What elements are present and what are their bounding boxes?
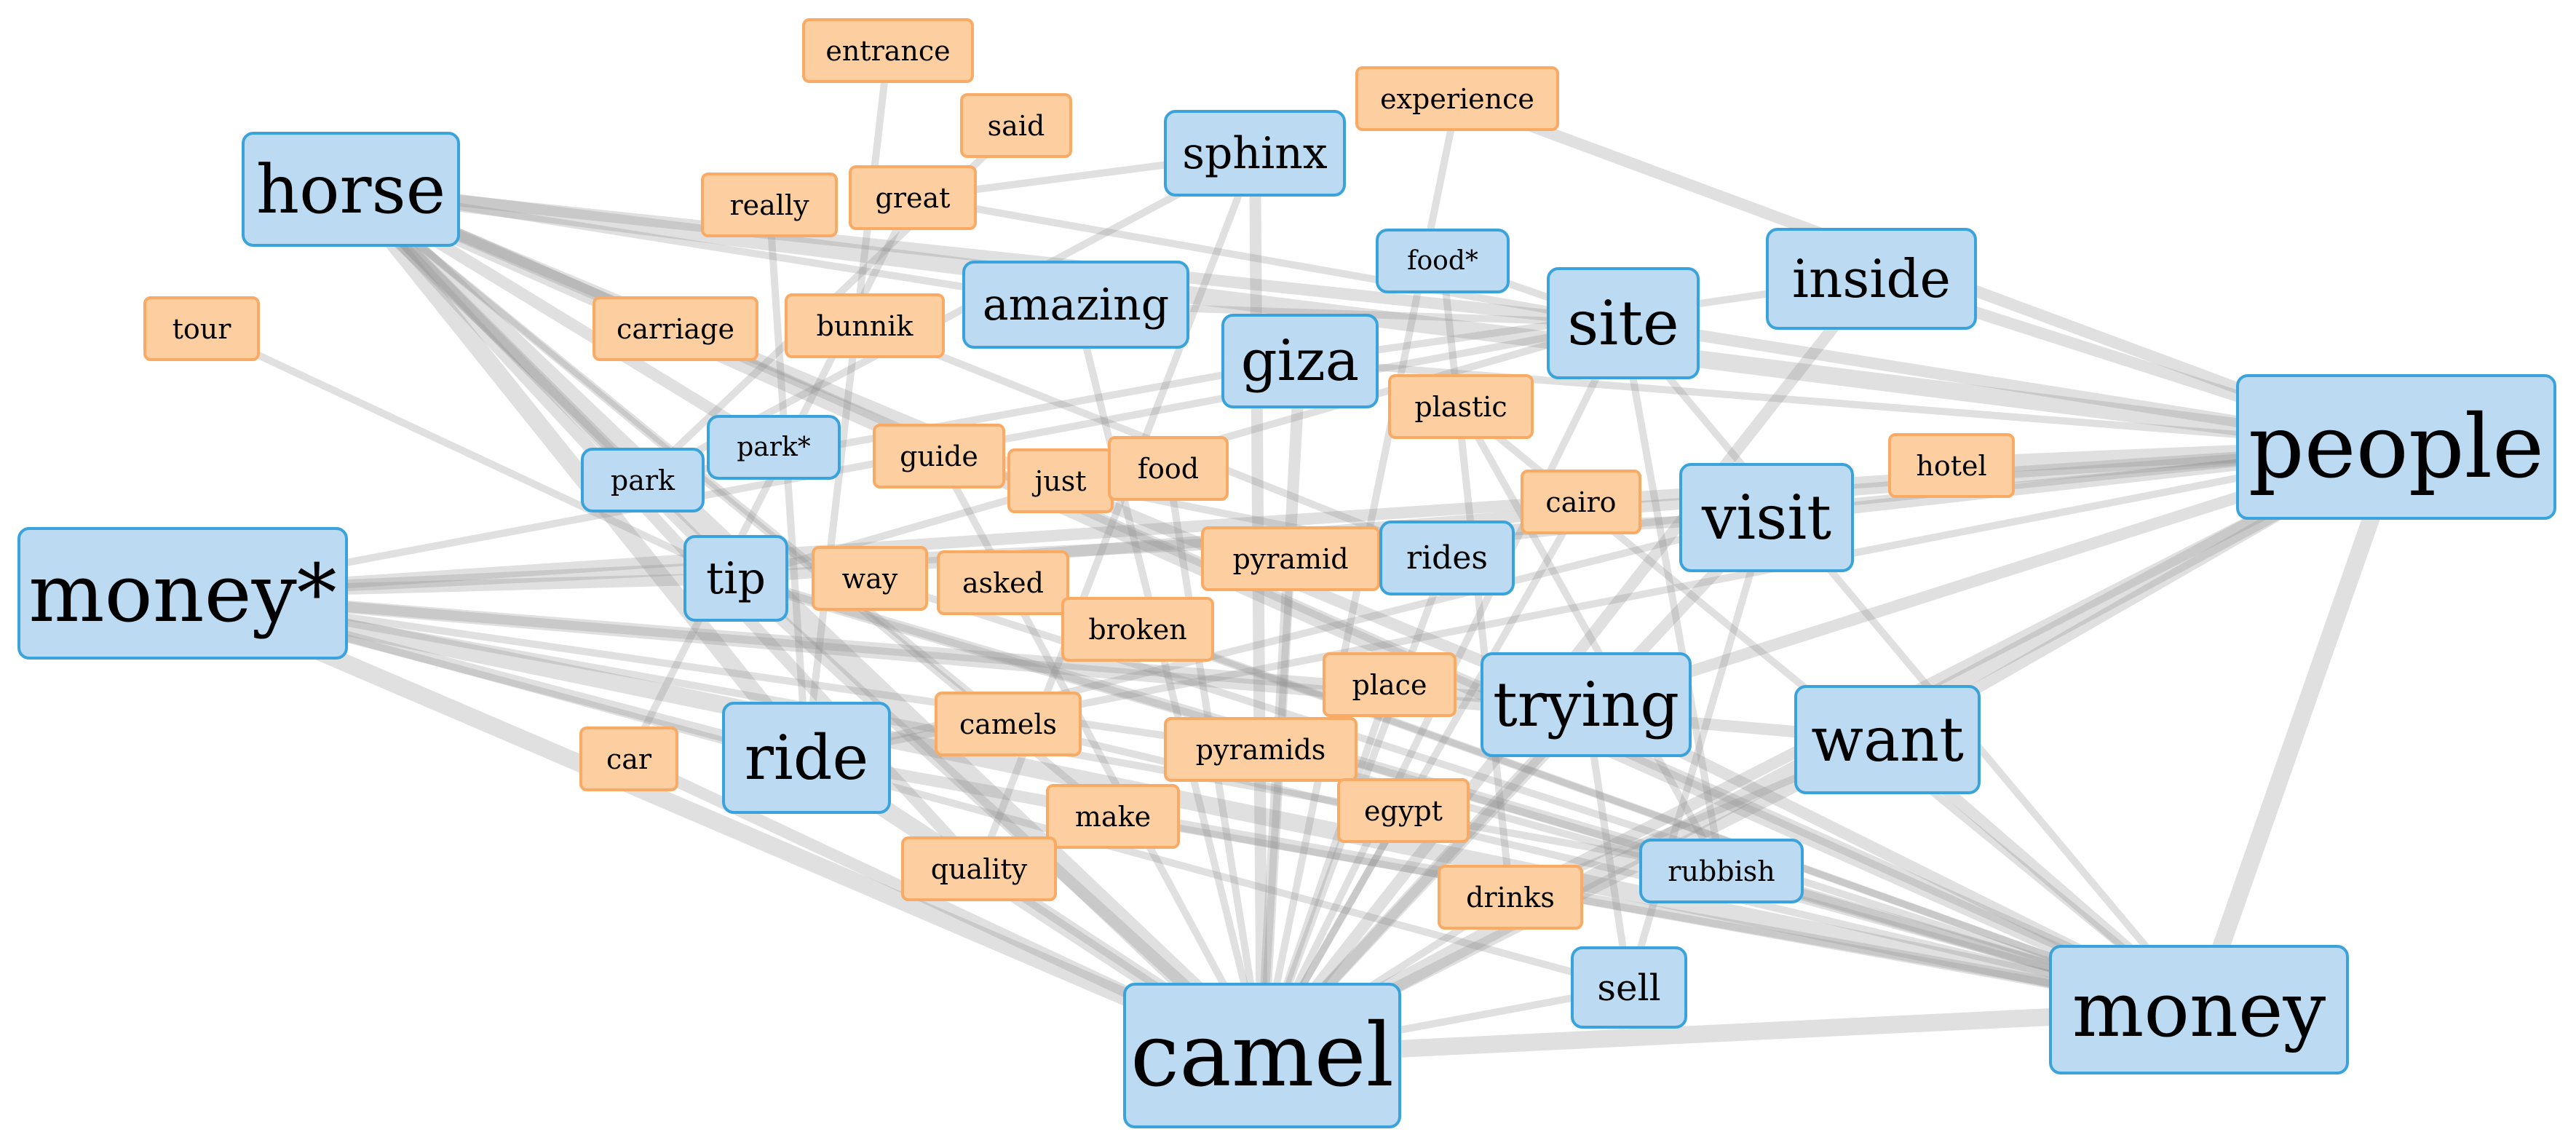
node-visit: visit (1679, 463, 1854, 572)
node-car: car (579, 727, 678, 791)
node-sell: sell (1571, 946, 1687, 1029)
node-broken: broken (1061, 597, 1214, 662)
edge-amazing-camel (1072, 304, 1266, 1057)
edge-visit-sell (1625, 516, 1770, 989)
edge-visit-camel (1258, 513, 1771, 1060)
node-guide: guide (873, 424, 1005, 488)
edge-money_star-people (182, 441, 2397, 599)
node-asked: asked (937, 550, 1069, 615)
node-quality: quality (901, 836, 1057, 901)
node-just: just (1007, 448, 1114, 513)
node-bunnik: bunnik (785, 293, 945, 358)
node-way: way (812, 546, 928, 611)
node-said: said (960, 93, 1072, 158)
node-make: make (1046, 784, 1180, 849)
node-horse: horse (242, 132, 460, 247)
edge-giza-camel (1256, 360, 1306, 1056)
node-camels: camels (935, 692, 1082, 756)
node-inside: inside (1766, 228, 1977, 330)
node-want: want (1794, 685, 1981, 794)
node-pyramid: pyramid (1201, 526, 1380, 591)
edge-make-money (1112, 812, 2200, 1013)
node-experience: experience (1355, 66, 1559, 131)
edge-money_star-camel (179, 585, 1266, 1064)
node-site: site (1547, 267, 1700, 379)
node-entrance: entrance (802, 18, 974, 83)
node-people: people (2236, 374, 2556, 520)
node-cairo: cairo (1521, 470, 1641, 534)
node-place: place (1323, 652, 1457, 717)
edge-site-rubbish (1620, 322, 1725, 872)
edge-site-money (1620, 320, 2202, 1013)
node-trying: trying (1481, 652, 1692, 757)
edge-plastic-rubbish (1457, 405, 1725, 873)
node-camel: camel (1123, 983, 1401, 1128)
node-rubbish: rubbish (1639, 839, 1804, 903)
edge-horse-ride (344, 183, 814, 764)
edge-people-drinks (1507, 441, 2399, 903)
edge-sphinx-camel (1249, 153, 1268, 1056)
edge-tour-tip (199, 325, 738, 582)
edge-camel-money (1261, 1001, 2200, 1064)
edge-money_star-money (181, 585, 2201, 1018)
node-tour: tour (143, 296, 260, 361)
node-food-star: food* (1376, 229, 1510, 293)
node-ride: ride (722, 702, 891, 814)
node-rides: rides (1379, 520, 1515, 595)
edge-horse-amazing (350, 186, 1077, 309)
node-great: great (849, 165, 977, 230)
node-money: money (2049, 945, 2349, 1074)
edge-really-ride (766, 205, 810, 759)
node-food: food (1108, 436, 1229, 501)
edge-people-money (2190, 444, 2405, 1013)
node-sphinx: sphinx (1164, 110, 1346, 197)
edge-broken-money (1136, 625, 2200, 1013)
edge-great-site (912, 194, 1624, 327)
edge-money_star-sell (181, 590, 1630, 991)
edge-horse-tip (346, 185, 740, 583)
edge-horse-camel (342, 181, 1271, 1064)
node-really: really (701, 173, 838, 237)
node-egypt: egypt (1337, 778, 1470, 843)
edge-tip-camel (732, 574, 1267, 1060)
node-park: park (581, 448, 705, 512)
node-pyramids: pyramids (1164, 717, 1358, 782)
edge-pyramid-camel (1259, 558, 1294, 1056)
node-drinks: drinks (1438, 865, 1583, 930)
node-hotel: hotel (1888, 433, 2015, 498)
node-money-star: money* (17, 527, 348, 660)
node-carriage: carriage (593, 296, 758, 361)
node-amazing: amazing (962, 261, 1189, 349)
node-plastic: plastic (1388, 374, 1534, 439)
node-park-star: park* (707, 415, 841, 480)
edge-horse-site (350, 183, 1624, 329)
node-giza: giza (1221, 314, 1379, 408)
node-tip: tip (683, 535, 788, 622)
